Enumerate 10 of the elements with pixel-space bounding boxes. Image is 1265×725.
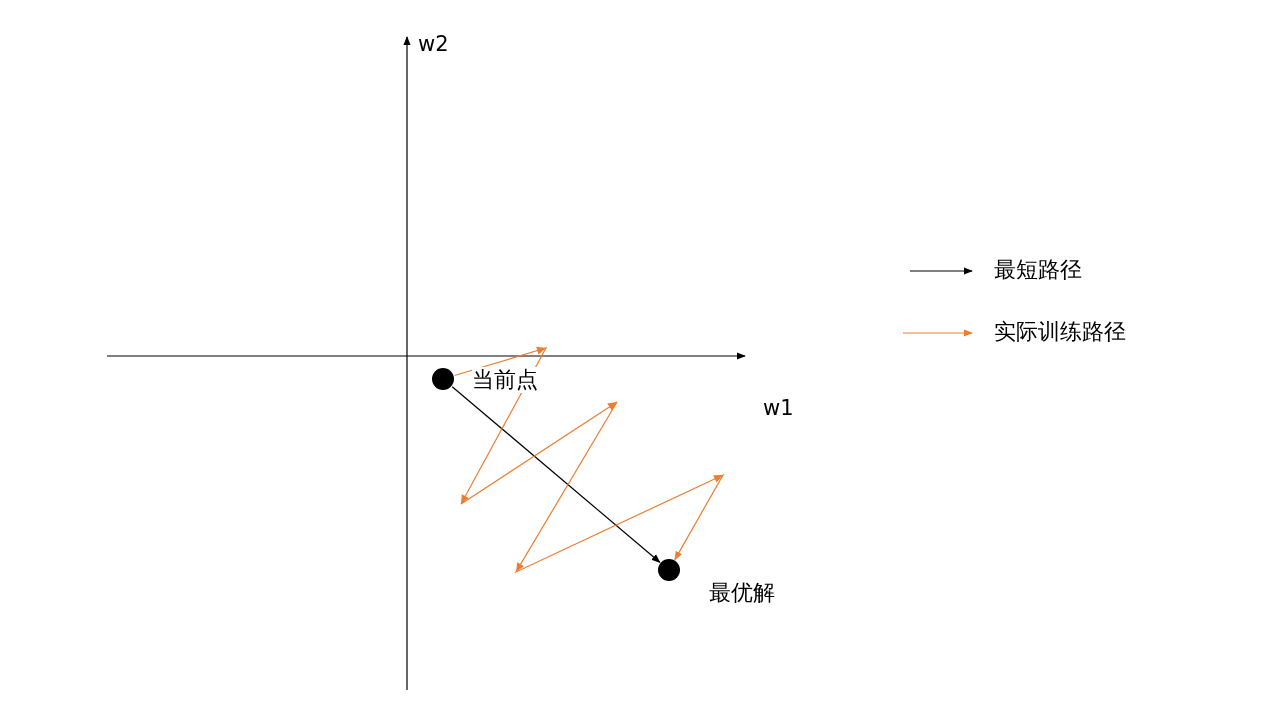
arrow (453, 346, 725, 574)
axis-label: w1 (763, 396, 794, 420)
point-label: 当前点 (472, 367, 538, 393)
axis-label: w2 (418, 32, 449, 56)
legend-label: 最短路径 (994, 257, 1082, 283)
point-label: 最优解 (709, 580, 775, 606)
arrow (451, 386, 661, 563)
legend-label: 实际训练路径 (994, 319, 1126, 345)
point-dot (658, 559, 680, 581)
point-dot (432, 368, 454, 390)
